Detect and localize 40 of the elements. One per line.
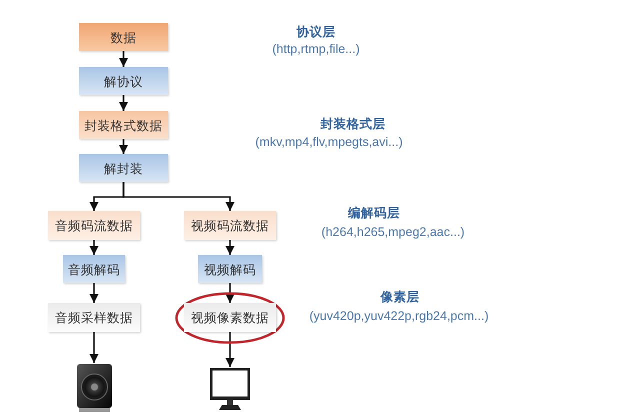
- process-box: [198, 255, 262, 283]
- layer-title: 像素层: [380, 289, 420, 304]
- node-label: 音频码流数据: [55, 218, 133, 233]
- layer-title: 协议层: [296, 24, 336, 39]
- monitor-icon: [209, 367, 251, 411]
- arrow: [90, 240, 98, 255]
- arrow: [122, 182, 234, 211]
- process-box: [79, 111, 168, 139]
- arrow: [226, 240, 234, 255]
- process-box: [63, 255, 125, 283]
- speaker-icon: [76, 363, 113, 413]
- node-label: 视频像素数据: [191, 310, 269, 325]
- process-box: [184, 211, 276, 240]
- node-label: 音频采样数据: [55, 310, 133, 325]
- layer-title: 封装格式层: [320, 116, 386, 131]
- node-label: 数据: [110, 30, 136, 44]
- process-box: [79, 67, 168, 95]
- layer-title: 编解码层: [348, 205, 400, 220]
- node-label: 解封装: [104, 160, 143, 176]
- process-box: [184, 303, 276, 332]
- process-box: [48, 303, 140, 332]
- process-box: [48, 211, 140, 240]
- layer-examples: (http,rtmp,file...): [272, 42, 360, 57]
- arrow: [90, 283, 98, 303]
- node-label: 封装格式数据: [84, 118, 162, 132]
- arrow: [226, 283, 234, 303]
- arrow: [119, 139, 128, 154]
- arrow: [119, 95, 128, 111]
- layer-examples: (yuv420p,yuv422p,rgb24,pcm...): [309, 309, 489, 324]
- layer-examples: (mkv,mp4,flv,mpegts,avi...): [255, 135, 403, 150]
- layer-examples: (h264,h265,mpeg2,aac...): [321, 225, 465, 240]
- arrow: [90, 332, 98, 363]
- arrow: [119, 51, 128, 67]
- node-label: 解协议: [104, 74, 143, 88]
- process-box: [79, 154, 168, 182]
- node-label: 视频码流数据: [191, 218, 269, 233]
- node-label: 视频解码: [204, 262, 256, 276]
- process-box: [79, 23, 168, 51]
- arrow: [226, 332, 234, 367]
- node-label: 音频解码: [68, 262, 120, 276]
